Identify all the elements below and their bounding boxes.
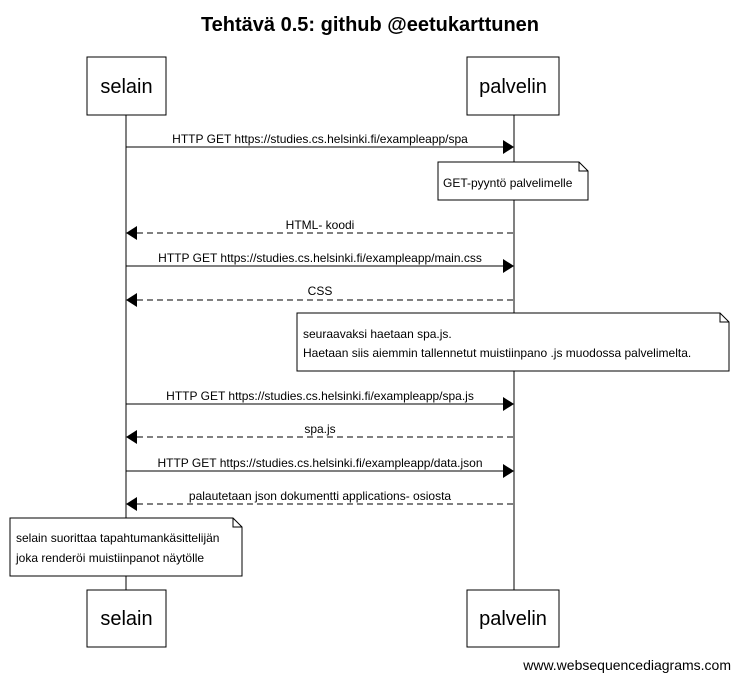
note-line: joka renderöi muistiinpanot näytölle [15, 551, 204, 565]
arrowhead-right [503, 397, 514, 411]
message-label: HTTP GET https://studies.cs.helsinki.fi/… [166, 389, 474, 403]
actor-palvelin-top-label: palvelin [479, 76, 547, 98]
note-line: selain suorittaa tapahtumankäsittelijän [16, 531, 219, 545]
arrowhead-left [126, 497, 137, 511]
actor-palvelin-bottom: palvelin [466, 589, 560, 648]
message-label: palautetaan json dokumentti applications… [189, 489, 451, 503]
message-spa-js-response: spa.js [126, 422, 514, 444]
actor-selain-bottom: selain [86, 589, 167, 648]
actor-palvelin-bottom-label: palvelin [479, 608, 547, 630]
note-fetch-spa-js: seuraavaksi haetaan spa.js. Haetaan siis… [296, 312, 730, 372]
message-label: HTML- koodi [286, 218, 355, 232]
message-label: HTTP GET https://studies.cs.helsinki.fi/… [158, 251, 482, 265]
actor-selain-top-label: selain [100, 76, 152, 98]
arrowhead-right [503, 464, 514, 478]
note-line: seuraavaksi haetaan spa.js. [303, 327, 452, 341]
note-render-notes: selain suorittaa tapahtumankäsittelijän … [9, 517, 243, 577]
message-get-main-css: HTTP GET https://studies.cs.helsinki.fi/… [126, 251, 514, 273]
message-html-response: HTML- koodi [126, 218, 514, 240]
message-get-spa: HTTP GET https://studies.cs.helsinki.fi/… [126, 132, 514, 154]
message-label: spa.js [304, 422, 335, 436]
footer-watermark: www.websequencediagrams.com [522, 657, 731, 673]
note-line: GET-pyyntö palvelimelle [443, 176, 573, 190]
actor-selain-top: selain [86, 56, 167, 116]
message-json-response: palautetaan json dokumentti applications… [126, 489, 514, 511]
diagram-title: Tehtävä 0.5: github @eetukarttunen [201, 14, 539, 36]
message-css-response: CSS [126, 284, 514, 307]
note-line: Haetaan siis aiemmin tallennetut muistii… [303, 346, 691, 360]
message-get-data-json: HTTP GET https://studies.cs.helsinki.fi/… [126, 456, 514, 478]
message-get-spa-js: HTTP GET https://studies.cs.helsinki.fi/… [126, 389, 514, 411]
note-get-request: GET-pyyntö palvelimelle [437, 161, 589, 201]
actor-selain-bottom-label: selain [100, 608, 152, 630]
actor-palvelin-top: palvelin [466, 56, 560, 116]
arrowhead-left [126, 226, 137, 240]
arrowhead-right [503, 259, 514, 273]
message-label: HTTP GET https://studies.cs.helsinki.fi/… [172, 132, 468, 146]
arrowhead-right [503, 140, 514, 154]
message-label: HTTP GET https://studies.cs.helsinki.fi/… [157, 456, 482, 470]
message-label: CSS [308, 284, 333, 298]
arrowhead-left [126, 293, 137, 307]
arrowhead-left [126, 430, 137, 444]
